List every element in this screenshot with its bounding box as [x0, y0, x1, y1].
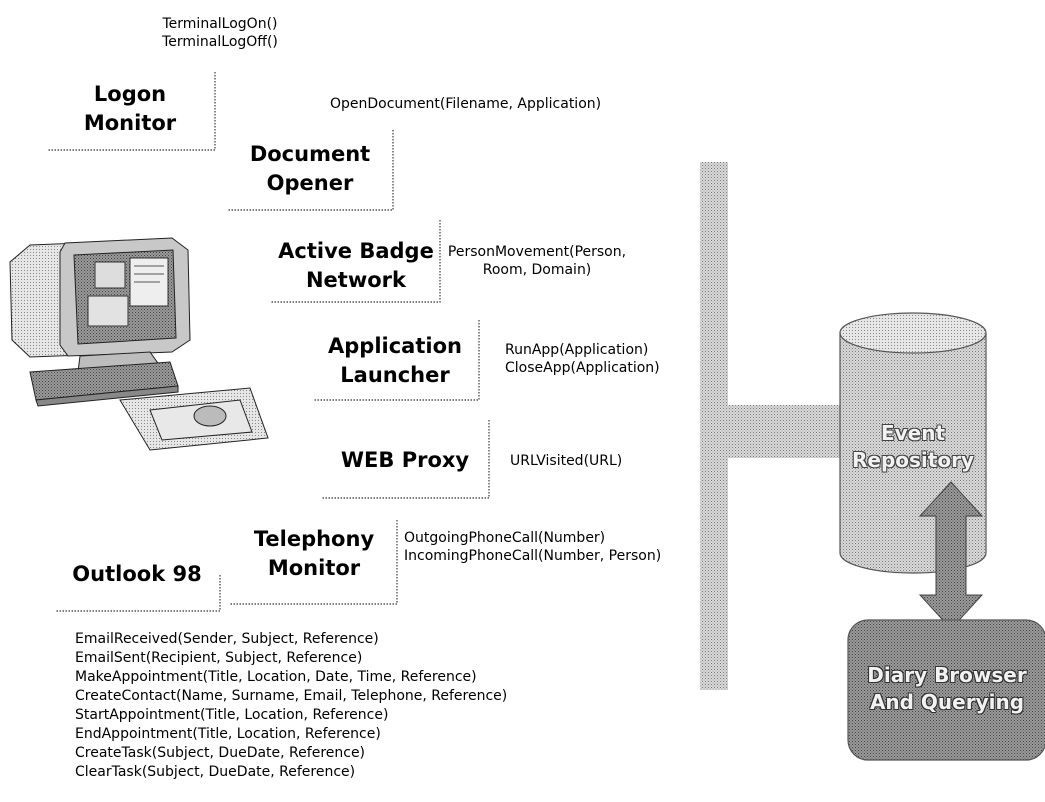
- source-box-outlines: [47, 72, 490, 612]
- event-label: CreateTask(Subject, DueDate, Reference): [75, 745, 366, 761]
- desktop-computer-icon: [9, 237, 269, 451]
- event-label: EmailReceived(Sender, Subject, Reference…: [75, 631, 379, 647]
- title-line: Network: [305, 268, 406, 292]
- document-opener-title: Document Opener: [240, 140, 380, 198]
- event-label: TerminalLogOn(): [162, 16, 278, 32]
- label-line: Repository: [852, 448, 974, 472]
- event-label: StartAppointment(Title, Location, Refere…: [75, 707, 389, 723]
- event-label: MakeAppointment(Title, Location, Date, T…: [75, 669, 477, 685]
- logon-monitor-title: Logon Monitor: [60, 80, 200, 138]
- title-line: Opener: [266, 171, 354, 195]
- outlook-outline: [55, 575, 221, 612]
- title-line: Telephony: [253, 527, 375, 551]
- web-proxy-outline: [322, 420, 490, 499]
- active-badge-events: PersonMovement(Person, Room, Domain): [447, 243, 627, 279]
- label-line: Diary Browser: [867, 663, 1027, 687]
- title-line: Logon: [93, 82, 167, 106]
- title-line: Document: [249, 142, 371, 166]
- event-label: CloseApp(Application): [505, 360, 660, 376]
- outlook-title: Outlook 98: [72, 562, 202, 586]
- label-line: Event: [880, 421, 946, 445]
- diary-browser-label: Diary Browser And Querying: [850, 662, 1044, 716]
- event-label: OutgoingPhoneCall(Number): [404, 530, 606, 546]
- title-line: Active Badge: [278, 239, 434, 263]
- active-badge-title: Active Badge Network: [278, 237, 434, 295]
- event-label: CreateContact(Name, Surname, Email, Tele…: [75, 688, 508, 704]
- label-line: And Querying: [869, 690, 1025, 714]
- diary-browser-box: [847, 619, 1045, 761]
- event-label: TerminalLogOff(): [162, 34, 278, 50]
- event-label: Room, Domain): [482, 262, 592, 278]
- telephony-outline: [230, 520, 398, 605]
- event-label: PersonMovement(Person,: [447, 244, 627, 260]
- title-line: Monitor: [83, 111, 177, 135]
- event-label: EmailSent(Recipient, Subject, Reference): [75, 650, 363, 666]
- active-badge-outline: [270, 220, 441, 303]
- title-line: Launcher: [340, 363, 450, 387]
- telephony-title: Telephony Monitor: [240, 525, 388, 583]
- app-launcher-title: Application Launcher: [322, 332, 468, 390]
- logon-monitor-outline: [47, 72, 216, 151]
- title-line: Monitor: [267, 556, 361, 580]
- document-opener-event: OpenDocument(Filename, Application): [330, 96, 602, 112]
- event-label: EndAppointment(Title, Location, Referenc…: [75, 726, 381, 742]
- telephony-events: OutgoingPhoneCall(Number) IncomingPhoneC…: [404, 529, 661, 565]
- logon-monitor-events: TerminalLogOn() TerminalLogOff(): [150, 15, 290, 51]
- web-proxy-event: URLVisited(URL): [510, 453, 623, 469]
- app-launcher-events: RunApp(Application) CloseApp(Application…: [505, 341, 660, 377]
- event-label: ClearTask(Subject, DueDate, Reference): [75, 764, 356, 780]
- web-proxy-title: WEB Proxy: [340, 448, 470, 472]
- event-label: RunApp(Application): [505, 342, 649, 358]
- event-bus-bar: [700, 162, 728, 690]
- outlook-events: EmailReceived(Sender, Subject, Reference…: [75, 630, 507, 782]
- event-label: IncomingPhoneCall(Number, Person): [404, 548, 662, 564]
- document-opener-outline: [228, 130, 394, 211]
- event-repository-label: Event Repository: [845, 420, 981, 474]
- title-line: Application: [328, 334, 462, 358]
